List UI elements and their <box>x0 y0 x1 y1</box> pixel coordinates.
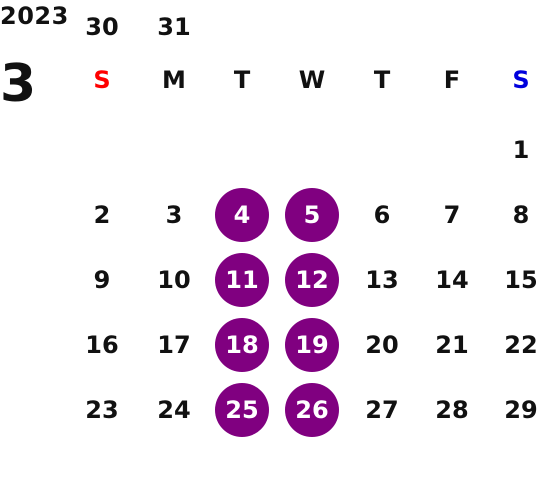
day-cell-16[interactable]: 16 <box>85 331 119 359</box>
day-cell-26[interactable]: 26 <box>285 383 339 437</box>
weekday-header-0: S <box>93 66 111 94</box>
day-cell-3[interactable]: 3 <box>165 201 183 229</box>
day-cell-1[interactable]: 1 <box>512 136 530 164</box>
day-cell-4[interactable]: 4 <box>215 188 269 242</box>
weekday-header-1: M <box>162 66 186 94</box>
weekday-header-6: S <box>512 66 530 94</box>
day-cell-22[interactable]: 22 <box>504 331 538 359</box>
day-cell-30[interactable]: 30 <box>85 13 119 41</box>
day-cell-7[interactable]: 7 <box>443 201 461 229</box>
year-label: 2023 <box>0 2 69 30</box>
day-cell-2[interactable]: 2 <box>93 201 111 229</box>
day-cell-21[interactable]: 21 <box>435 331 469 359</box>
weekday-header-4: T <box>373 66 391 94</box>
day-cell-11[interactable]: 11 <box>215 253 269 307</box>
day-cell-15[interactable]: 15 <box>504 266 538 294</box>
day-cell-31[interactable]: 31 <box>157 13 191 41</box>
weekday-header-3: W <box>298 66 326 94</box>
day-cell-10[interactable]: 10 <box>157 266 191 294</box>
month-label: 3 <box>0 54 37 114</box>
day-cell-20[interactable]: 20 <box>365 331 399 359</box>
day-cell-9[interactable]: 9 <box>93 266 111 294</box>
day-cell-5[interactable]: 5 <box>285 188 339 242</box>
day-cell-8[interactable]: 8 <box>512 201 530 229</box>
day-cell-19[interactable]: 19 <box>285 318 339 372</box>
weekday-header-2: T <box>233 66 251 94</box>
day-cell-14[interactable]: 14 <box>435 266 469 294</box>
day-cell-12[interactable]: 12 <box>285 253 339 307</box>
day-cell-27[interactable]: 27 <box>365 396 399 424</box>
day-cell-13[interactable]: 13 <box>365 266 399 294</box>
day-cell-6[interactable]: 6 <box>373 201 391 229</box>
day-cell-28[interactable]: 28 <box>435 396 469 424</box>
weekday-header-5: F <box>443 66 461 94</box>
day-cell-29[interactable]: 29 <box>504 396 538 424</box>
day-cell-18[interactable]: 18 <box>215 318 269 372</box>
day-cell-23[interactable]: 23 <box>85 396 119 424</box>
day-cell-17[interactable]: 17 <box>157 331 191 359</box>
day-cell-24[interactable]: 24 <box>157 396 191 424</box>
day-cell-25[interactable]: 25 <box>215 383 269 437</box>
